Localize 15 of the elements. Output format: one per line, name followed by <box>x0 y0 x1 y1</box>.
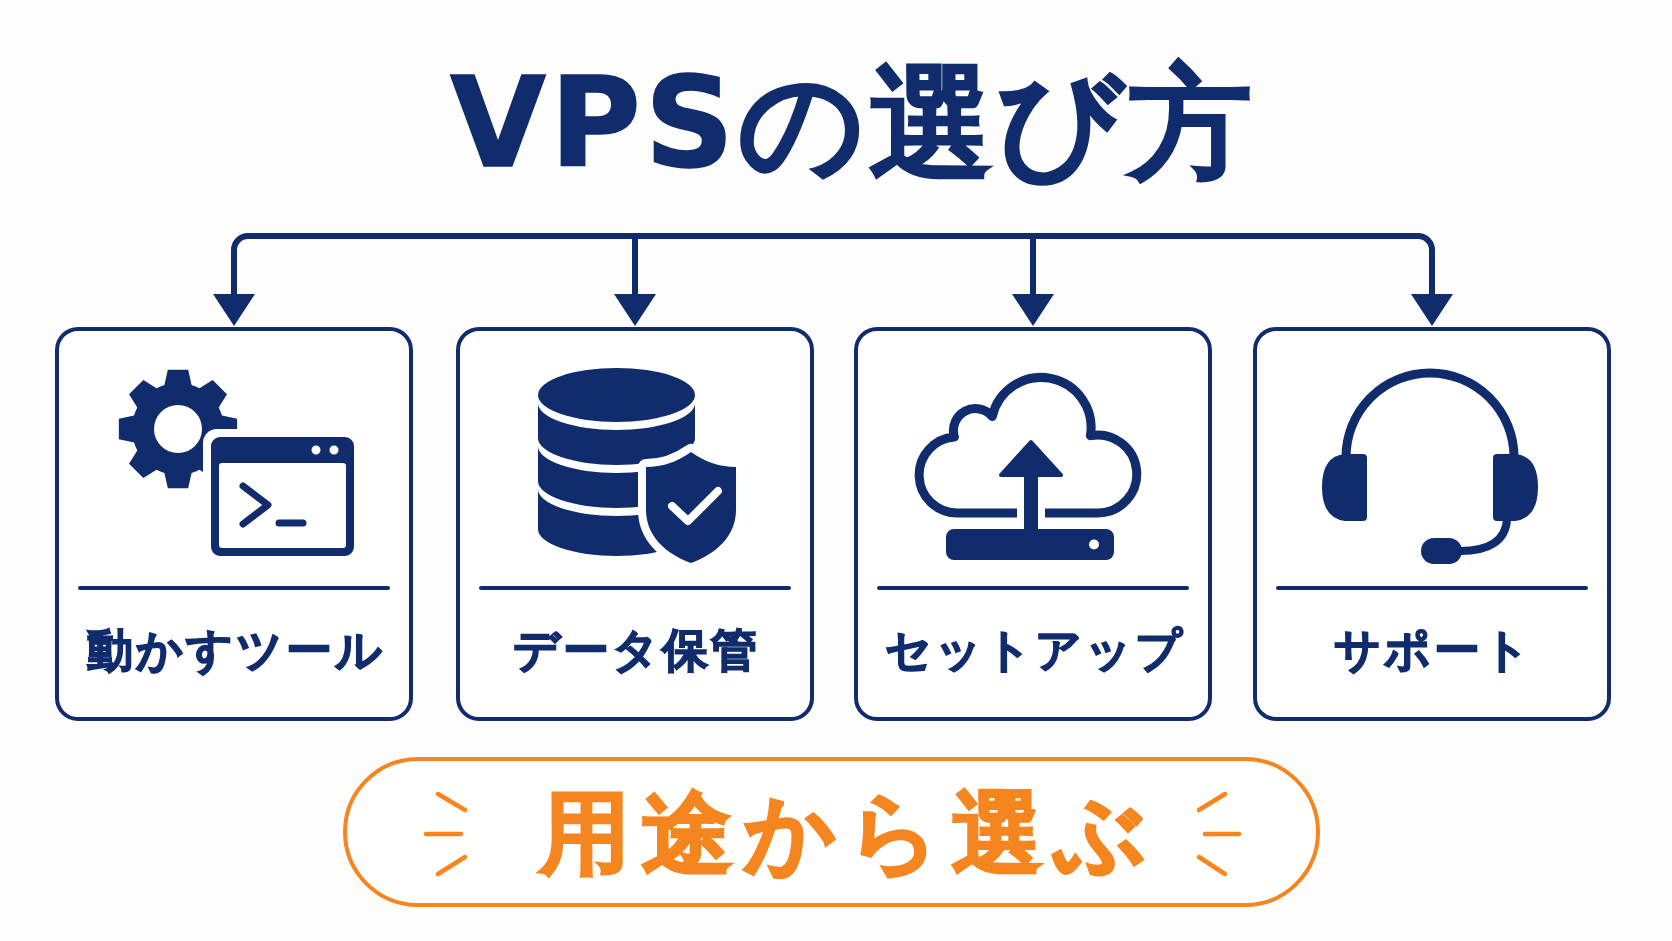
branch-line <box>248 233 1418 239</box>
category-card <box>854 327 1212 721</box>
arrow <box>1411 233 1453 326</box>
category-card <box>55 327 413 721</box>
card-label: サポート <box>1333 622 1533 679</box>
arrow <box>1012 236 1054 326</box>
banner-label: 用途から選ぶ <box>538 778 1158 887</box>
card-label: データ保管 <box>512 622 760 679</box>
arrow <box>213 233 255 326</box>
card-label: セットアップ <box>883 622 1185 679</box>
card-label: 動かすツール <box>85 622 385 679</box>
title: VPSの選び方 <box>448 58 1257 188</box>
category-card <box>456 327 814 721</box>
category-card <box>1253 327 1611 721</box>
arrow <box>614 236 656 326</box>
